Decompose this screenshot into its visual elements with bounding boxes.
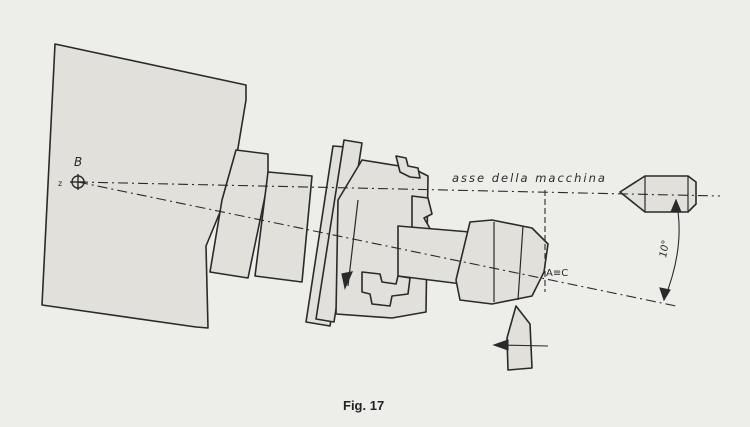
figure-caption: Fig. 17 bbox=[343, 398, 384, 413]
point-ac-label: A≡C bbox=[546, 268, 568, 279]
point-z-label: z bbox=[58, 179, 62, 188]
axis-label: asse della macchina bbox=[452, 171, 607, 185]
spindle-shaft bbox=[254, 171, 313, 283]
angle-label: 10° bbox=[658, 239, 672, 258]
angle-arrow-bottom bbox=[659, 287, 671, 302]
tailstock-centre bbox=[619, 175, 697, 213]
point-b-label: B bbox=[74, 155, 82, 169]
head-edge-line bbox=[517, 225, 524, 301]
chuck-jaw-bottom bbox=[361, 271, 411, 307]
rotation-arrow-head bbox=[341, 271, 354, 290]
spindle-nose bbox=[209, 149, 269, 279]
rotation-arrow-shaft bbox=[347, 199, 359, 287]
feed-arrow-head bbox=[492, 339, 509, 351]
machine-axis-line bbox=[77, 181, 721, 197]
chuck-jaw-top bbox=[395, 155, 421, 179]
angle-arrow-top bbox=[670, 198, 682, 213]
headstock-block bbox=[41, 43, 247, 329]
workpiece-head bbox=[455, 219, 549, 305]
workpiece-axis-line bbox=[77, 181, 677, 307]
cutting-tool bbox=[506, 305, 533, 371]
